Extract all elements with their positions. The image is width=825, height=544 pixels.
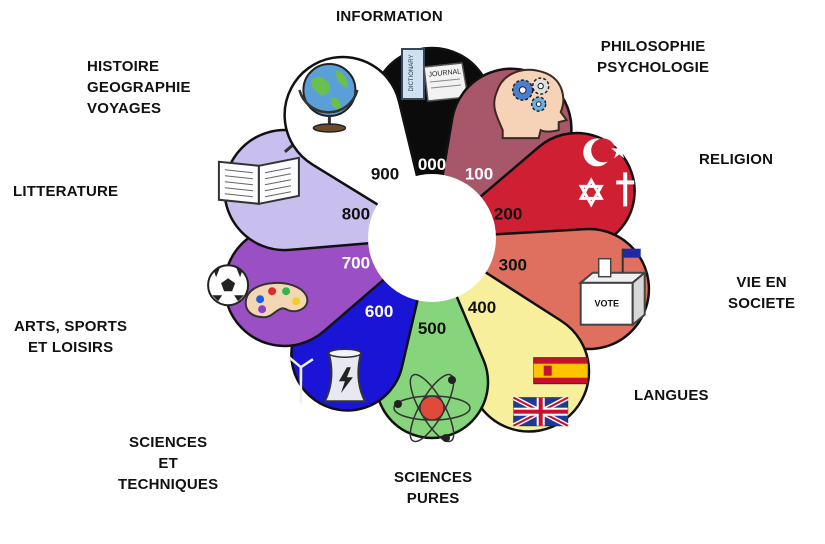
code-500: 500 (418, 319, 446, 338)
code-200: 200 (494, 204, 522, 223)
center-circle (368, 174, 496, 302)
code-800: 800 (342, 204, 370, 223)
code-700: 700 (342, 254, 370, 273)
power-plant-icon (288, 348, 367, 404)
code-300: 300 (499, 255, 527, 274)
label-arts-sports-loisirs: ARTS, SPORTS ET LOISIRS (14, 318, 128, 356)
svg-text:VOTE: VOTE (594, 299, 619, 309)
label-philosophie-psychologie: PHILOSOPHIE PSYCHOLOGIE (597, 38, 710, 76)
code-100: 100 (465, 164, 493, 183)
label-litterature: LITTERATURE (13, 183, 119, 200)
label-information: INFORMATION (336, 8, 443, 25)
ballot-box-icon: VOTE (577, 248, 648, 327)
label-vie-en-societe: VIE EN SOCIETE (728, 274, 796, 312)
dictionary-journal-icon: DICTIONARY JOURNAL (401, 48, 469, 102)
label-histoire-geographie-voyages: HISTOIRE GEOGRAPHIE VOYAGES (87, 58, 191, 117)
ball-palette-icon (207, 264, 309, 319)
head-gears-icon (493, 68, 569, 140)
code-900: 900 (371, 164, 399, 183)
label-langues: LANGUES (634, 387, 709, 404)
label-sciences-pures: SCIENCES PURES (394, 469, 473, 507)
religious-symbols-icon (578, 138, 635, 208)
code-400: 400 (468, 298, 496, 317)
flags-icon (512, 357, 589, 428)
svg-text:DICTIONARY: DICTIONARY (409, 55, 415, 92)
svg-text:JOURNAL: JOURNAL (428, 68, 461, 78)
code-000: 000 (418, 155, 446, 174)
globe-icon (298, 63, 359, 133)
label-sciences-et-techniques: SCIENCES ET TECHNIQUES (118, 434, 219, 493)
code-600: 600 (365, 302, 393, 321)
label-religion: RELIGION (699, 151, 774, 168)
